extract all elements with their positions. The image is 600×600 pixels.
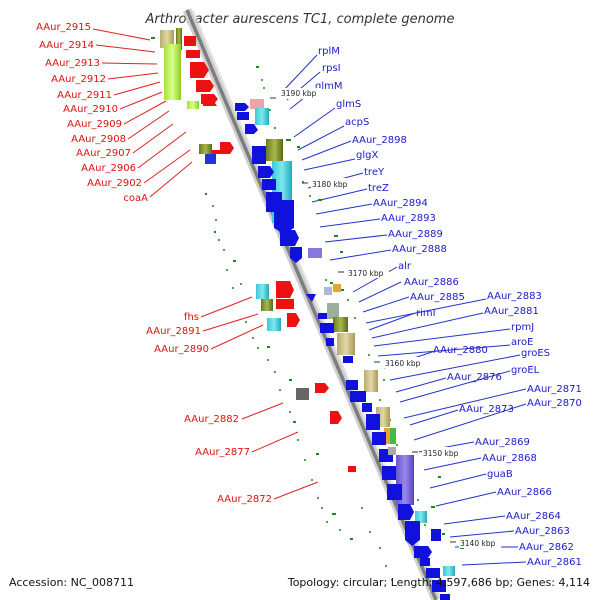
label-aaur-2889: AAur_2889 <box>388 229 443 240</box>
label-aaur-2863: AAur_2863 <box>515 526 570 537</box>
scale-label-3170: 3170 kbp <box>348 269 384 278</box>
label-groes: groES <box>521 348 550 359</box>
label-aaur-2913: AAur_2913 <box>45 58 100 69</box>
label-aaur-2914: AAur_2914 <box>39 40 94 51</box>
genome-summary-text: Topology: circular; Length: 4,597,686 bp… <box>287 576 590 589</box>
scale-ticks <box>270 97 456 543</box>
label-glmm: glmM <box>315 81 343 92</box>
label-aroe: aroE <box>511 337 533 348</box>
scale-label-3150: 3150 kbp <box>423 449 459 458</box>
label-aaur-2862: AAur_2862 <box>519 542 574 553</box>
label-aaur-2898: AAur_2898 <box>352 135 407 146</box>
reverse-strand-features <box>235 99 455 600</box>
label-aaur-2886: AAur_2886 <box>404 277 459 288</box>
forward-strand-features <box>160 28 356 472</box>
label-aaur-2873: AAur_2873 <box>459 404 514 415</box>
label-aaur-2885: AAur_2885 <box>410 292 465 303</box>
label-aaur-2891: AAur_2891 <box>146 326 201 337</box>
label-aaur-2883: AAur_2883 <box>487 291 542 302</box>
scale-label-3140: 3140 kbp <box>460 539 496 548</box>
label-fhs: fhs <box>184 312 199 323</box>
scale-label-3160: 3160 kbp <box>385 359 421 368</box>
label-aaur-2894: AAur_2894 <box>373 198 428 209</box>
label-guab: guaB <box>487 469 513 480</box>
label-aaur-2880: AAur_2880 <box>433 345 488 356</box>
label-aaur-2872: AAur_2872 <box>217 494 272 505</box>
label-aaur-2909: AAur_2909 <box>67 119 122 130</box>
label-aaur-2911: AAur_2911 <box>57 90 112 101</box>
label-glms: glmS <box>336 99 361 110</box>
label-aaur-2908: AAur_2908 <box>71 134 126 145</box>
label-aaur-2902: AAur_2902 <box>87 178 142 189</box>
label-aaur-2910: AAur_2910 <box>63 104 118 115</box>
label-aaur-2861: AAur_2861 <box>527 557 582 568</box>
left-leader-lines <box>92 28 319 500</box>
scale-labels: 3190 kbp 3180 kbp 3170 kbp 3160 kbp 3150… <box>280 88 501 548</box>
label-trez: treZ <box>368 183 389 194</box>
label-aaur-2870: AAur_2870 <box>527 398 582 409</box>
label-groel: groEL <box>511 365 540 376</box>
accession-text: Accession: NC_008711 <box>9 576 134 589</box>
label-aaur-2876: AAur_2876 <box>447 372 502 383</box>
label-aaur-2877: AAur_2877 <box>195 447 250 458</box>
label-aaur-2912: AAur_2912 <box>51 74 106 85</box>
label-aaur-2868: AAur_2868 <box>482 453 537 464</box>
label-aaur-2915: AAur_2915 <box>36 22 91 33</box>
label-aaur-2907: AAur_2907 <box>76 148 131 159</box>
gc-ticks <box>151 37 464 549</box>
label-rimi: rimI <box>416 308 436 319</box>
label-aaur-2869: AAur_2869 <box>475 437 530 448</box>
label-aaur-2871: AAur_2871 <box>527 384 582 395</box>
right-labels: rplM rpsI glmM glmS acpS AAur_2898 glgX … <box>315 46 582 568</box>
label-alr: alr <box>398 261 412 272</box>
scale-label-3180: 3180 kbp <box>312 180 348 189</box>
label-trey: treY <box>364 167 385 178</box>
left-labels: AAur_2915 AAur_2914 AAur_2913 AAur_2912 … <box>36 22 272 505</box>
label-aaur-2882: AAur_2882 <box>184 414 239 425</box>
label-aaur-2890: AAur_2890 <box>154 344 209 355</box>
label-aaur-2888: AAur_2888 <box>392 244 447 255</box>
label-aaur-2881: AAur_2881 <box>484 306 539 317</box>
map-title: Arthrobacter aurescens TC1, complete gen… <box>145 12 455 27</box>
label-aaur-2893: AAur_2893 <box>381 213 436 224</box>
label-acps: acpS <box>345 117 369 128</box>
label-rplm: rplM <box>318 46 340 57</box>
scale-label-3190: 3190 kbp <box>281 89 317 98</box>
label-rpmj: rpmJ <box>511 322 534 333</box>
label-aaur-2906: AAur_2906 <box>81 163 136 174</box>
label-rpsi: rpsI <box>322 63 341 74</box>
label-glgx: glgX <box>356 150 378 161</box>
label-aaur-2866: AAur_2866 <box>497 487 552 498</box>
label-aaur-2864: AAur_2864 <box>506 511 561 522</box>
label-coaa: coaA <box>123 193 148 204</box>
footer: Accession: NC_008711 Topology: circular;… <box>9 576 590 589</box>
